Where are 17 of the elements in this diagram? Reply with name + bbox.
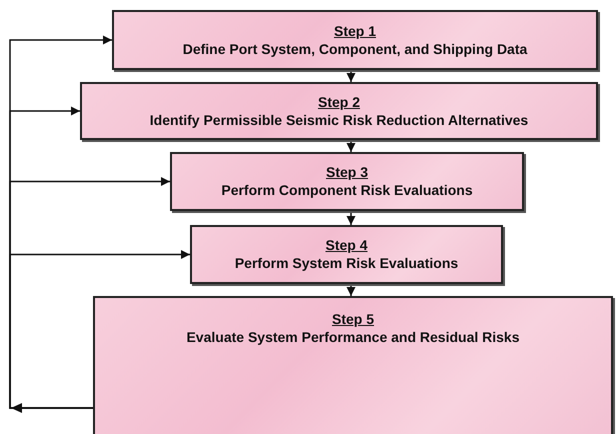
step-description: Define Port System, Component, and Shipping Data xyxy=(182,40,528,58)
step-heading: Step 2 xyxy=(318,92,360,110)
process-box xyxy=(190,225,503,284)
step-description: Identify Permissible Seismic Risk Reduction Alternatives xyxy=(150,110,528,130)
step-description: Perform Component Risk Evaluations xyxy=(221,181,473,200)
arrow xyxy=(346,211,356,225)
step-heading: Step 3 xyxy=(326,163,368,181)
step-heading: Step 5 xyxy=(332,310,374,328)
arrow xyxy=(9,250,190,409)
process-box xyxy=(170,152,524,211)
step-description: Perform System Risk Evaluations xyxy=(234,254,458,273)
process-box xyxy=(80,82,598,140)
step-description: Evaluate System Performance and Residual Risks xyxy=(186,328,520,347)
step-heading: Step 4 xyxy=(325,236,368,254)
step-heading: Step 1 xyxy=(334,22,376,40)
process-box xyxy=(112,10,598,70)
process-box xyxy=(93,296,613,434)
